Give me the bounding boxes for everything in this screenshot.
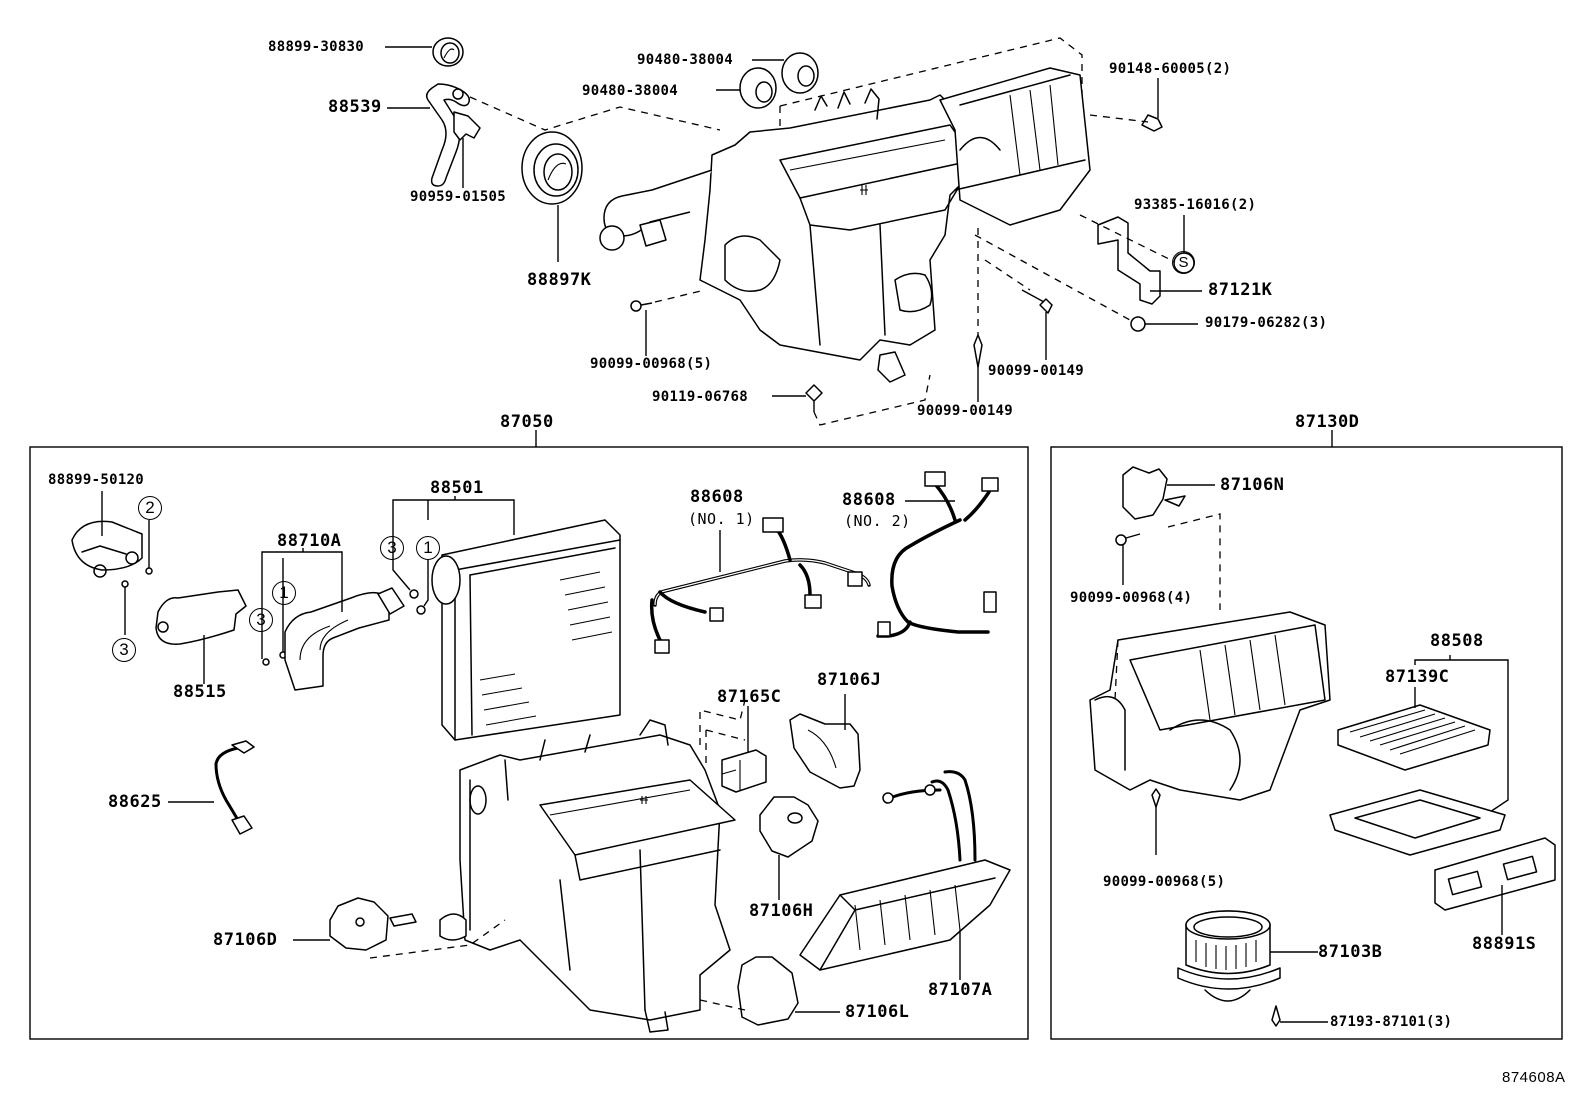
part-label-88625[interactable]: 88625 [108, 792, 162, 812]
part-label-87106N[interactable]: 87106N [1220, 475, 1285, 495]
servo-motor-87106L-drawing [699, 956, 840, 1026]
illustration-code: 874608A [1502, 1069, 1566, 1086]
part-label-90099-00968-5-blower[interactable]: 90099-00968(5) [1103, 874, 1226, 890]
part-label-90959-01505[interactable]: 90959-01505 [410, 189, 507, 205]
part-label-88899-30830[interactable]: 88899-30830 [268, 39, 365, 55]
group-label-87050[interactable]: 87050 [500, 412, 554, 432]
pressure-switch-88899-50120-drawing [71, 491, 143, 578]
part-label-87193-87101[interactable]: 87193-87101(3) [1330, 1014, 1453, 1030]
part-label-87106J[interactable]: 87106J [817, 670, 882, 690]
blower-motor-87103B-drawing [1177, 910, 1318, 1002]
o-rings-drawing [121, 520, 429, 666]
clip-90959-01505-drawing [453, 111, 481, 188]
blower-assembly-frame [1050, 430, 1563, 1040]
screw-87193-87101-drawing [1271, 1005, 1328, 1027]
part-label-87103B[interactable]: 87103B [1318, 942, 1383, 962]
callout-3-b: 3 [249, 608, 273, 632]
unit-assembly-frame [29, 430, 1029, 1040]
grommet-88899-30830-drawing [385, 37, 464, 67]
filter-frame-drawing [1329, 789, 1506, 856]
part-label-88508[interactable]: 88508 [1430, 631, 1484, 651]
part-label-88501[interactable]: 88501 [430, 478, 484, 498]
part-note-88608-no2: (NO. 2) [844, 512, 911, 530]
part-label-88710A[interactable]: 88710A [277, 531, 342, 551]
callout-s: S [1172, 251, 1195, 274]
part-note-88608-no1: (NO. 1) [688, 510, 755, 528]
suction-tube-88710A-drawing [261, 548, 405, 691]
part-label-90099-00149-a[interactable]: 90099-00149 [988, 363, 1085, 379]
part-label-88608-no1[interactable]: 88608 [690, 487, 744, 507]
air-conditioning-unit-assembly-drawing [599, 37, 1202, 426]
group-label-87130D[interactable]: 87130D [1295, 412, 1360, 432]
servo-motor-87106N-drawing [1122, 466, 1221, 610]
part-label-90119-06768[interactable]: 90119-06768 [652, 389, 749, 405]
expansion-valve-88515-drawing [155, 589, 247, 684]
air-filter-87139C-drawing [1337, 655, 1509, 813]
blower-case-drawing [1089, 611, 1331, 855]
filter-cover-88891S-drawing [1434, 837, 1556, 935]
part-label-87107A[interactable]: 87107A [928, 980, 993, 1000]
part-label-88515[interactable]: 88515 [173, 682, 227, 702]
part-label-90099-00149-b[interactable]: 90099-00149 [917, 403, 1014, 419]
part-label-90480-38004-a[interactable]: 90480-38004 [637, 52, 734, 68]
part-label-87165C[interactable]: 87165C [717, 687, 782, 707]
evaporator-88501-drawing [392, 496, 621, 741]
heater-unit-case-drawing [439, 699, 746, 1033]
part-label-90480-38004-b[interactable]: 90480-38004 [582, 83, 679, 99]
servo-motor-87106D-drawing [293, 897, 506, 959]
part-label-88891S[interactable]: 88891S [1472, 934, 1537, 954]
part-label-90148-60005[interactable]: 90148-60005(2) [1109, 61, 1232, 77]
part-label-90179-06282[interactable]: 90179-06282(3) [1205, 315, 1328, 331]
part-label-88897K[interactable]: 88897K [527, 270, 592, 290]
part-label-88899-50120[interactable]: 88899-50120 [48, 472, 145, 488]
part-label-87121K[interactable]: 87121K [1208, 280, 1273, 300]
heater-core-87107A-drawing [799, 770, 1011, 980]
grommets-90480-38004-drawing [716, 52, 819, 109]
callout-1-a: 1 [272, 581, 296, 605]
callout-3-c: 3 [380, 536, 404, 560]
callout-3-a: 3 [112, 638, 136, 662]
callout-2: 2 [138, 496, 162, 520]
part-label-87139C[interactable]: 87139C [1385, 667, 1450, 687]
part-label-90099-00968-4[interactable]: 90099-00968(4) [1070, 590, 1193, 606]
wire-harness-88608-no1-drawing [649, 517, 871, 654]
screw-90099-00968-4-drawing [1115, 533, 1141, 585]
part-label-88539[interactable]: 88539 [328, 97, 382, 117]
part-label-90099-00968-5-top[interactable]: 90099-00968(5) [590, 356, 713, 372]
part-label-87106D[interactable]: 87106D [213, 930, 278, 950]
wire-harness-88608-no2-drawing [876, 471, 999, 638]
callout-1-b: 1 [416, 536, 440, 560]
seal-88897K-drawing [521, 131, 583, 262]
part-label-93385-16016[interactable]: 93385-16016(2) [1134, 197, 1257, 213]
sensor-88625-drawing [168, 740, 255, 835]
part-label-87106L[interactable]: 87106L [845, 1002, 910, 1022]
servo-motor-87106H-drawing [759, 796, 819, 900]
part-label-87106H[interactable]: 87106H [749, 901, 814, 921]
servo-motor-87106J-drawing [789, 694, 861, 789]
part-label-88608-no2[interactable]: 88608 [842, 490, 896, 510]
relay-87165C-drawing [705, 706, 767, 793]
